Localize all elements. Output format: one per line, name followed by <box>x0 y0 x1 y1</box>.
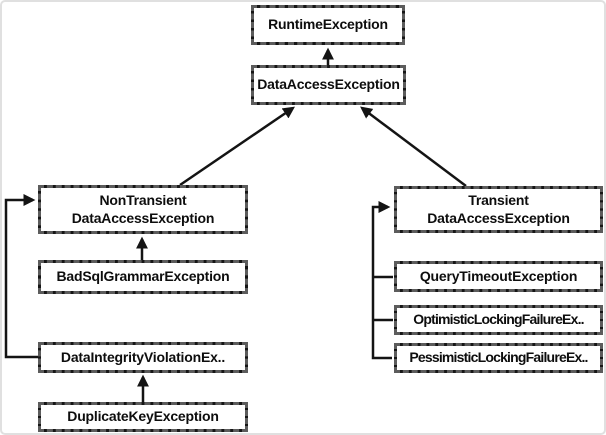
node-transient-data-access-exception: Transient DataAccessException <box>394 186 603 233</box>
edge-dataintegrity-to-nontransient <box>4 194 38 359</box>
node-label: QueryTimeoutException <box>419 267 578 284</box>
node-runtime-exception: RuntimeException <box>251 5 405 45</box>
edge-transient-children-trunk <box>371 201 392 360</box>
edge-transient-to-dataaccess <box>360 106 467 187</box>
node-data-integrity-violation-exception: DataIntegrityViolationEx.. <box>38 342 248 373</box>
node-label: OptimisticLockingFailureEx.. <box>413 311 584 328</box>
node-bad-sql-grammar-exception: BadSqlGrammarException <box>38 260 248 294</box>
node-label: NonTransient DataAccessException <box>71 192 215 226</box>
edge-nontransient-to-dataaccess <box>179 106 295 187</box>
node-data-access-exception: DataAccessException <box>251 65 406 105</box>
node-label: DataAccessException <box>257 76 400 93</box>
node-label: RuntimeException <box>268 16 388 33</box>
node-duplicate-key-exception: DuplicateKeyException <box>38 402 248 432</box>
node-label: BadSqlGrammarException <box>56 268 230 285</box>
node-query-timeout-exception: QueryTimeoutException <box>394 261 603 292</box>
node-label: DataIntegrityViolationEx.. <box>60 348 226 365</box>
node-label: PessimisticLockingFailureEx.. <box>409 349 588 366</box>
node-label: Transient DataAccessException <box>427 192 570 226</box>
node-label: DuplicateKeyException <box>67 408 219 425</box>
node-non-transient-data-access-exception: NonTransient DataAccessException <box>38 185 248 234</box>
node-optimistic-locking-failure-exception: OptimisticLockingFailureEx.. <box>394 305 603 335</box>
node-pessimistic-locking-failure-exception: PessimisticLockingFailureEx.. <box>394 343 603 373</box>
